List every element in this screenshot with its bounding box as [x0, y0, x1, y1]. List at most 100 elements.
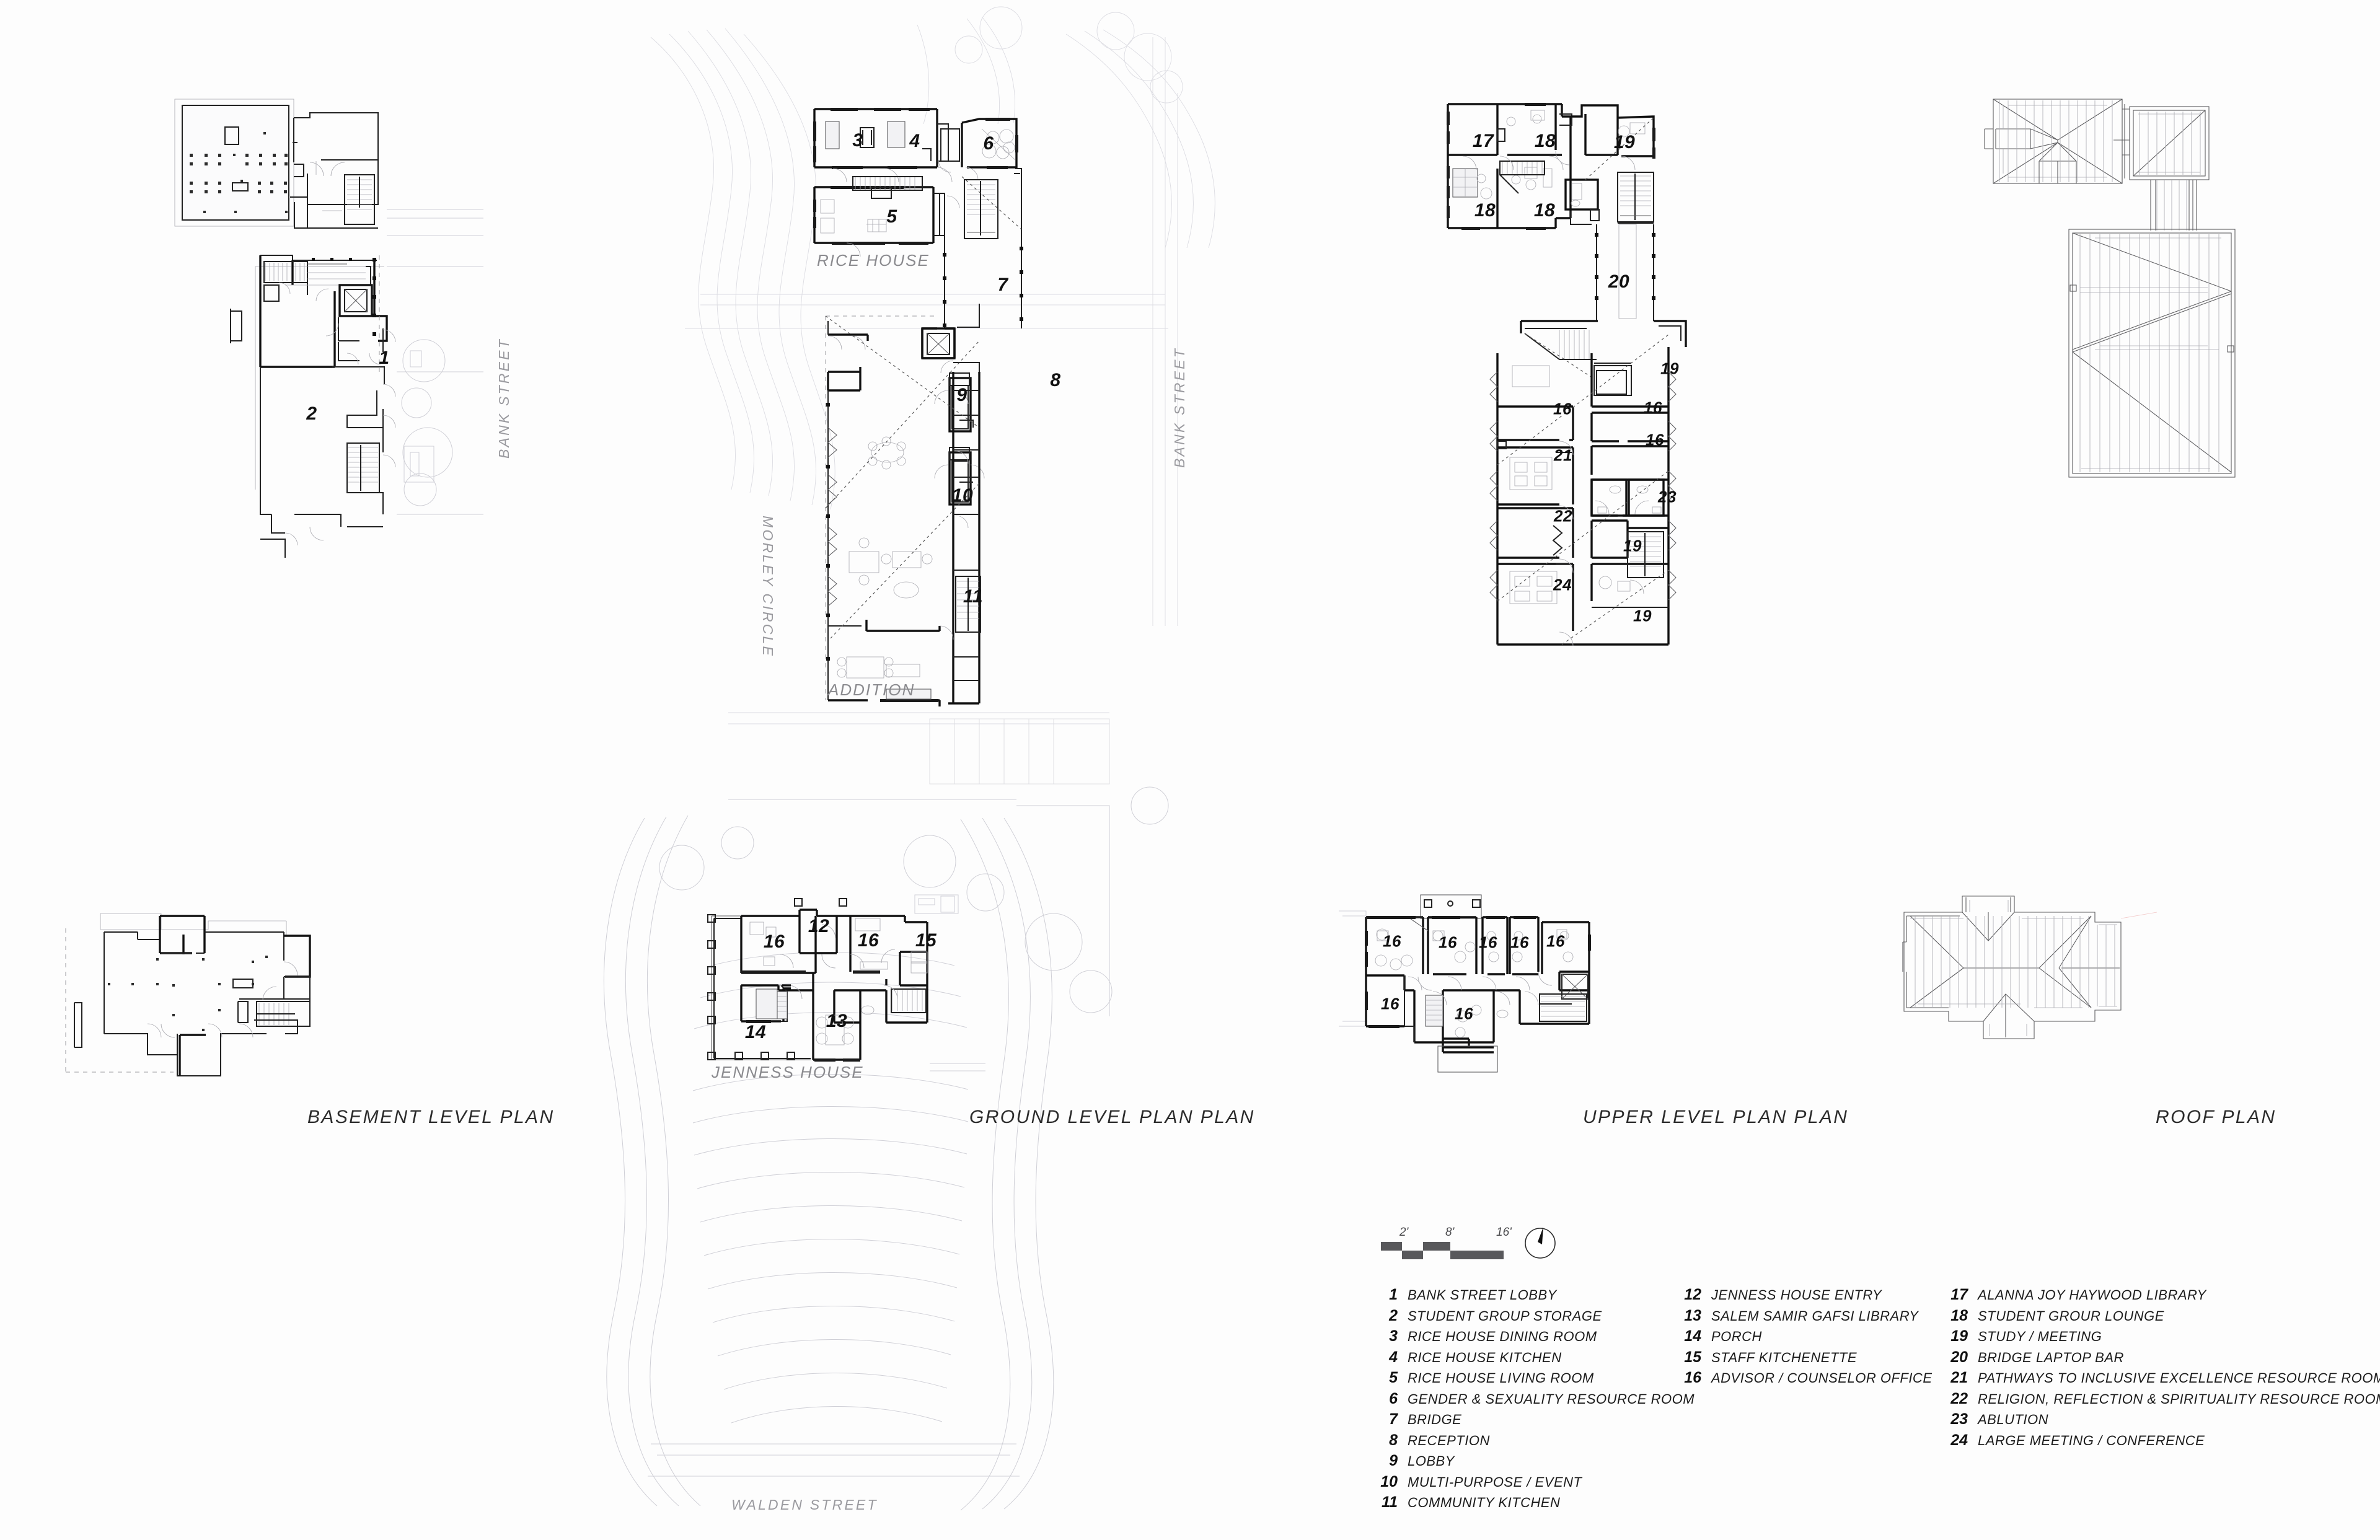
legend-label: JENNESS HOUSE ENTRY — [1711, 1287, 1882, 1303]
plan-title-upper: UPPER LEVEL PLAN PLAN — [1583, 1107, 1849, 1127]
legend-label: SALEM SAMIR GAFSI LIBRARY — [1711, 1308, 1919, 1324]
scale-bar-segment — [1381, 1242, 1402, 1251]
legend-label: STUDENT GROUP STORAGE — [1408, 1308, 1602, 1324]
legend-number: 11 — [1382, 1494, 1398, 1511]
room-tag: 2 — [306, 403, 317, 424]
street-label-bank-street-ground: BANK STREET — [1171, 347, 1188, 468]
legend-label: GENDER & SEXUALITY RESOURCE ROOM — [1408, 1391, 1695, 1407]
legend-item: 23 ABLUTION — [1943, 1410, 2340, 1432]
street-label-morley-circle: MORLEY CIRCLE — [760, 516, 776, 658]
legend-label: PATHWAYS TO INCLUSIVE EXCELLENCE RESOURC… — [1978, 1370, 2380, 1386]
room-tag: 7 — [997, 275, 1008, 295]
legend-item: 13 SALEM SAMIR GAFSI LIBRARY — [1677, 1307, 1937, 1328]
legend-label: ALANNA JOY HAYWOOD LIBRARY — [1978, 1287, 2206, 1303]
scale-tick-8ft: 8' — [1445, 1226, 1455, 1239]
room-tag: 17 — [1472, 131, 1494, 151]
room-tag: 9 — [956, 385, 967, 405]
basement-level-plan — [174, 99, 483, 558]
building-label-jenness-house: JENNESS HOUSE — [712, 1063, 864, 1081]
legend-label: PORCH — [1711, 1329, 1762, 1344]
room-tag: 16 — [1646, 430, 1664, 449]
legend-number: 23 — [1950, 1410, 1968, 1428]
legend-number: 16 — [1684, 1369, 1701, 1386]
room-tag: 24 — [1553, 575, 1572, 594]
legend-number: 18 — [1950, 1306, 1968, 1324]
legend-item: 3 RICE HOUSE DINING ROOM — [1373, 1327, 1695, 1349]
plan-title-ground: GROUND LEVEL PLAN PLAN — [969, 1107, 1255, 1127]
room-tag: 16 — [1510, 933, 1529, 952]
legend-number: 3 — [1389, 1327, 1398, 1345]
upper-level-plan — [1447, 103, 1687, 646]
legend-label: LARGE MEETING / CONFERENCE — [1978, 1432, 2205, 1448]
room-tag: 5 — [886, 206, 897, 227]
legend-number: 10 — [1380, 1472, 1398, 1490]
legend-item: 24 LARGE MEETING / CONFERENCE — [1943, 1432, 2340, 1453]
legend-number: 4 — [1389, 1348, 1398, 1366]
legend-number: 14 — [1684, 1327, 1701, 1345]
legend-number: 5 — [1389, 1369, 1398, 1386]
room-tag: 18 — [1534, 131, 1556, 151]
legend-number: 12 — [1684, 1286, 1701, 1303]
room-tag: 16 — [1553, 399, 1572, 418]
room-tag: 22 — [1554, 506, 1572, 526]
room-tag: 4 — [909, 131, 920, 151]
legend-number: 13 — [1684, 1306, 1701, 1324]
legend-item: 5 RICE HOUSE LIVING ROOM — [1373, 1369, 1695, 1390]
street-label-walden-street: WALDEN STREET — [731, 1497, 878, 1513]
building-label-rice-house: RICE HOUSE — [817, 251, 930, 270]
legend-item: 12 JENNESS HOUSE ENTRY — [1677, 1286, 1937, 1307]
plan-title-roof: ROOF PLAN — [2156, 1107, 2276, 1127]
legend-number: 9 — [1389, 1452, 1398, 1469]
room-tag: 16 — [1439, 933, 1457, 952]
legend-item: 21 PATHWAYS TO INCLUSIVE EXCELLENCE RESOU… — [1943, 1369, 2380, 1390]
legend-label: ABLUTION — [1978, 1412, 2049, 1427]
roof-plan-jenness — [1902, 895, 2157, 1039]
legend-label: RELIGION, REFLECTION & SPIRITUALITY RESO… — [1978, 1391, 2380, 1407]
plan-title-basement: BASEMENT LEVEL PLAN — [307, 1107, 555, 1127]
legend-label: RECEPTION — [1408, 1432, 1490, 1448]
upper-level-plan-jenness — [1339, 894, 1591, 1073]
legend-label: BRIDGE LAPTOP BAR — [1978, 1349, 2124, 1365]
legend-number: 15 — [1684, 1348, 1701, 1366]
scale-bar-segment — [1423, 1242, 1450, 1251]
legend-label: RICE HOUSE LIVING ROOM — [1408, 1370, 1594, 1386]
room-tag: 16 — [1644, 398, 1662, 417]
room-tag: 16 — [1383, 931, 1401, 951]
legend-item: 9 LOBBY — [1373, 1452, 1695, 1473]
scale-bar-segment — [1402, 1251, 1423, 1259]
legend-label: BANK STREET LOBBY — [1408, 1287, 1557, 1303]
scale-tick-2ft: 2' — [1399, 1226, 1409, 1239]
room-tag: 21 — [1554, 446, 1572, 465]
room-tag: 12 — [808, 916, 830, 936]
room-tag: 19 — [1623, 536, 1642, 555]
street-label-bank-street-basement: BANK STREET — [496, 338, 512, 459]
scale-bar-segment — [1450, 1251, 1504, 1259]
legend-number: 24 — [1950, 1431, 1968, 1449]
room-tag: 20 — [1608, 271, 1630, 292]
legend-item: 2 STUDENT GROUP STORAGE — [1373, 1307, 1695, 1328]
legend-label: BRIDGE — [1408, 1412, 1462, 1427]
legend-item: 14 PORCH — [1677, 1327, 1937, 1349]
scale-tick-16ft: 16' — [1496, 1226, 1512, 1239]
legend-label: RICE HOUSE DINING ROOM — [1408, 1329, 1597, 1344]
legend-number: 2 — [1389, 1306, 1398, 1324]
legend-label: STUDY / MEETING — [1978, 1329, 2102, 1344]
legend-number: 21 — [1950, 1369, 1968, 1386]
room-tag: 19 — [1613, 132, 1636, 152]
room-tag: 18 — [1474, 200, 1496, 221]
legend-label: LOBBY — [1408, 1453, 1455, 1469]
room-tag: 16 — [1546, 931, 1565, 951]
legend-label: ADVISOR / COUNSELOR OFFICE — [1711, 1370, 1933, 1386]
